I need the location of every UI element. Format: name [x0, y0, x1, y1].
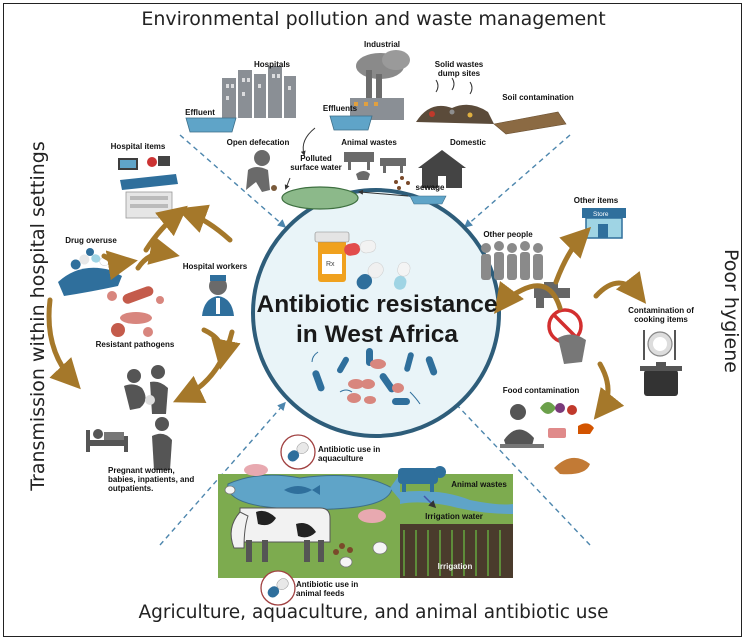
factory-icon	[350, 50, 410, 120]
pregnant-women-icon	[124, 365, 168, 414]
blue-cow-icon	[398, 466, 446, 492]
effluents-pool	[329, 115, 373, 131]
other-people-icon	[481, 241, 543, 280]
label-hospitals: Hospitals	[253, 60, 290, 69]
label-drug-overuse: Drug overuse	[65, 236, 117, 245]
hospitals-buildings-icon	[222, 66, 296, 118]
center-title: Antibiotic resistance in West Africa	[246, 290, 508, 350]
label-hospital-items: Hospital items	[110, 142, 166, 151]
house-icon	[418, 150, 466, 188]
animals-icon	[344, 152, 406, 180]
label-hospital-workers: Hospital workers	[182, 262, 248, 271]
top-flow-arrows	[284, 127, 409, 197]
label-sewage: sewage	[415, 183, 445, 192]
label-aquaculture: Antibiotic use in aquaculture	[318, 445, 381, 463]
pathogens-icon	[107, 286, 164, 337]
dump-site-icon	[416, 77, 494, 124]
cooking-pot-icon	[640, 362, 682, 396]
hospital-section-title: Transmission within hospital settings	[27, 141, 49, 491]
label-other-items: Other items	[573, 196, 619, 205]
plate-cutlery-icon	[643, 330, 676, 360]
effluent-pool	[185, 117, 237, 133]
food-contamination-icon	[500, 402, 594, 475]
center-title-line1: Antibiotic resistance	[256, 291, 498, 318]
agriculture-section-title: Agriculture, aquaculture, and animal ant…	[138, 602, 609, 623]
fish-icon	[284, 485, 320, 495]
hospital-worker-icon	[202, 275, 234, 316]
environment-section-title: Environmental pollution and waste manage…	[141, 8, 606, 30]
label-irrigation: Irrigation	[437, 562, 473, 571]
right-flow-arrows	[493, 226, 647, 420]
label-irrigation-water: Irrigation water	[425, 512, 483, 521]
no-handwash-icon	[547, 308, 586, 364]
feed-dots	[333, 543, 353, 555]
waste-dots	[394, 176, 410, 190]
polluted-water-pond	[281, 186, 359, 210]
label-contamination-cooking: Contamination of cooking items	[628, 306, 694, 324]
irrigation-arrow	[423, 495, 437, 509]
hygiene-section-title: Poor hygiene	[720, 249, 742, 373]
soil-icon	[493, 111, 567, 135]
building-windows	[226, 74, 291, 100]
label-open-defecation: Open defecation	[226, 138, 290, 147]
drug-overuse-icon	[58, 248, 122, 296]
patients-icon	[86, 417, 172, 470]
open-defecation-person-icon	[246, 150, 277, 192]
cow-icon	[230, 507, 331, 562]
label-patients: Pregnant women, babies, inpatients, and …	[108, 466, 195, 493]
label-agri-animal-wastes: Animal wastes	[451, 480, 507, 489]
label-polluted-water: Polluted surface water	[290, 154, 342, 172]
aquaculture-capsule-icon	[280, 434, 316, 470]
label-solid-wastes: Solid wastes dump sites	[434, 60, 484, 78]
label-animal-feeds: Antibiotic use in animal feeds	[296, 580, 359, 598]
store-icon: Store	[582, 208, 626, 239]
bacteria-icon	[311, 348, 438, 405]
store-label: Store	[593, 211, 609, 218]
label-industrial: Industrial	[363, 40, 400, 49]
label-resistant-pathogens: Resistant pathogens	[95, 340, 175, 349]
center-title-line2: in West Africa	[295, 321, 458, 348]
label-domestic: Domestic	[449, 138, 486, 147]
pills-icon: Rx	[314, 231, 411, 290]
chickens-icon	[224, 485, 388, 568]
rx-label: Rx	[326, 261, 335, 268]
label-effluents: Effluents	[322, 104, 358, 113]
feeds-capsule-icon	[260, 570, 296, 606]
label-animal-wastes: Animal wastes	[341, 138, 397, 147]
diagram-frame	[3, 3, 742, 637]
label-food-contamination: Food contamination	[502, 386, 580, 395]
hospital-equipment-icon	[118, 156, 178, 219]
pigs-icon	[244, 464, 386, 523]
sewage-pool	[409, 195, 447, 205]
label-soil-contamination: Soil contamination	[502, 93, 574, 102]
label-effluent: Effluent	[185, 108, 215, 117]
label-other-people: Other people	[483, 230, 533, 239]
left-flow-arrows	[46, 204, 241, 403]
